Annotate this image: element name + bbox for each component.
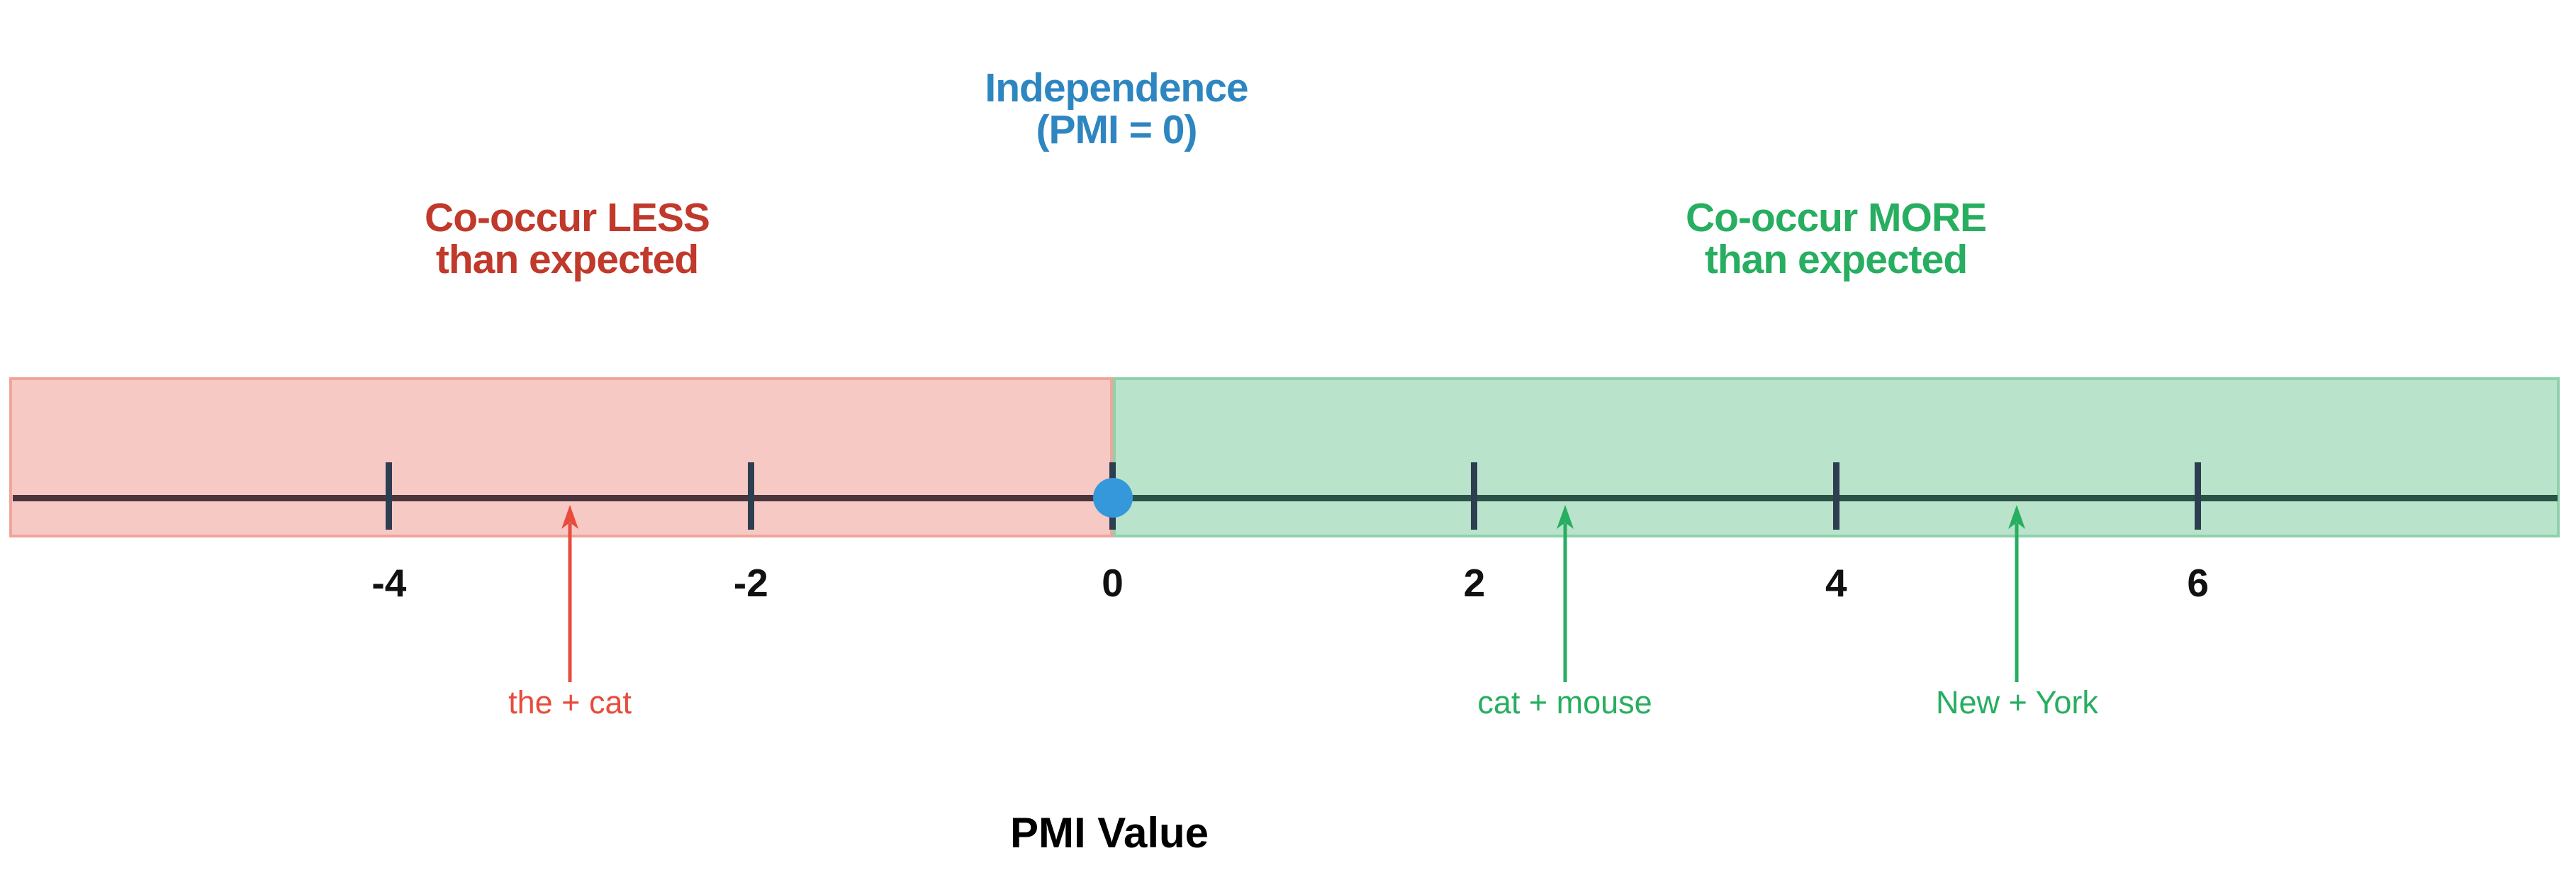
axis-title: PMI Value bbox=[1009, 809, 1209, 857]
tick-mark--4 bbox=[386, 462, 393, 530]
annotation-arrow-1 bbox=[1550, 501, 1581, 685]
independence-heading: Independence (PMI = 0) bbox=[985, 67, 1248, 151]
tick-label-2: 2 bbox=[1463, 561, 1486, 605]
annotation-arrow-0 bbox=[554, 501, 586, 685]
tick-label-4: 4 bbox=[1825, 561, 1847, 605]
annotation-label-1: cat + mouse bbox=[1477, 684, 1652, 720]
region-co-occur-less-than-expected bbox=[9, 377, 1113, 537]
up-arrow-icon bbox=[561, 505, 579, 682]
annotation-label-0: the + cat bbox=[508, 684, 632, 720]
co-occur-more-heading-line2: than expected bbox=[1704, 237, 1968, 282]
zero-point-marker bbox=[1092, 478, 1133, 518]
independence-heading-line2: (PMI = 0) bbox=[1036, 107, 1198, 152]
tick-label--2: -2 bbox=[733, 561, 768, 605]
co-occur-less-heading: Co-occur LESS than expected bbox=[425, 197, 710, 281]
tick-mark-4 bbox=[1832, 462, 1839, 530]
tick-label-0: 0 bbox=[1102, 561, 1124, 605]
up-arrow-icon bbox=[1556, 505, 1574, 682]
axis-line-co-occur-less-than-expected bbox=[13, 495, 1111, 501]
tick-mark--2 bbox=[747, 462, 754, 530]
tick-label-6: 6 bbox=[2187, 561, 2209, 605]
annotation-label-2: New + York bbox=[1936, 684, 2098, 720]
independence-heading-line1: Independence bbox=[985, 65, 1248, 111]
tick-mark-2 bbox=[1471, 462, 1478, 530]
co-occur-more-heading-line1: Co-occur MORE bbox=[1685, 195, 1987, 240]
annotation-arrow-2 bbox=[2001, 501, 2032, 685]
tick-label--4: -4 bbox=[371, 561, 407, 605]
up-arrow-icon bbox=[2008, 505, 2026, 682]
tick-mark-6 bbox=[2195, 462, 2202, 530]
co-occur-more-heading: Co-occur MORE than expected bbox=[1685, 195, 1987, 282]
co-occur-less-heading-line2: than expected bbox=[435, 237, 699, 282]
co-occur-less-heading-line1: Co-occur LESS bbox=[425, 195, 710, 240]
